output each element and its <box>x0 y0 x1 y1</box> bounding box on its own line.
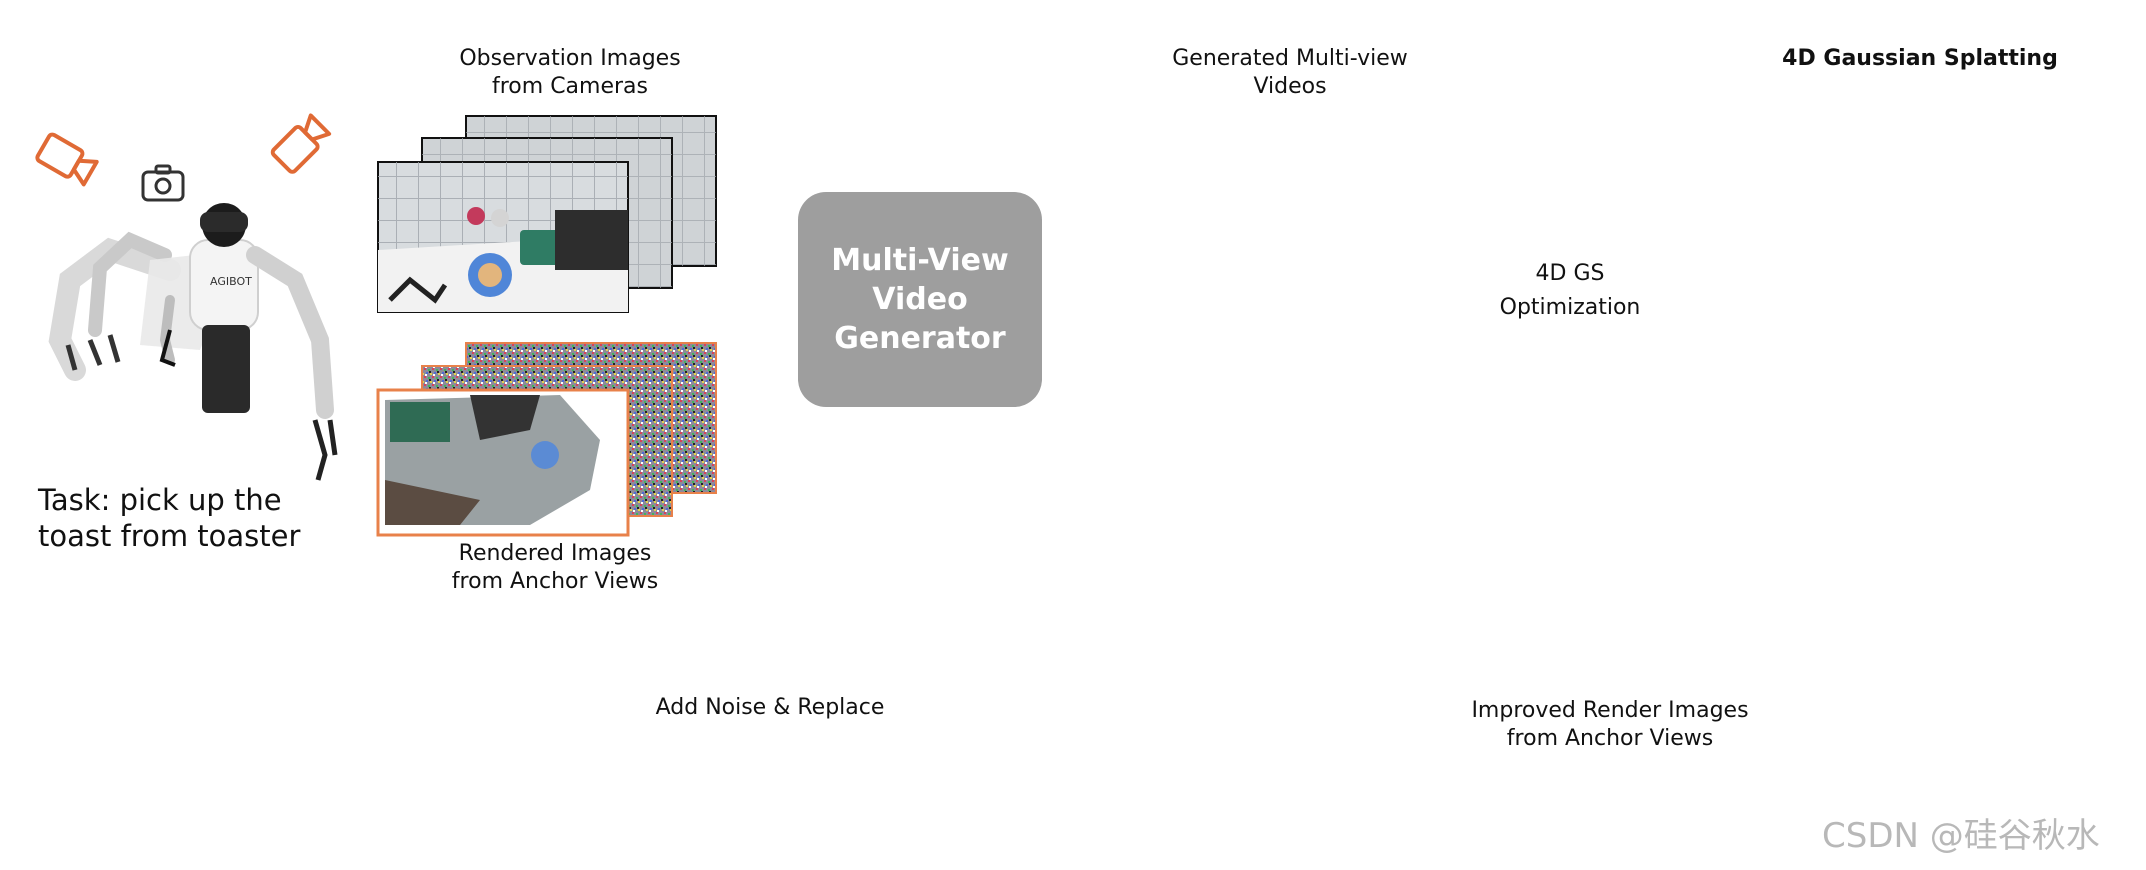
video-camera-icon <box>270 113 332 174</box>
anchor-line2: Rendering <box>1843 726 2019 762</box>
task-description: Task: pick up the toast from toaster <box>38 482 300 555</box>
generator-line3: Generator <box>834 321 1006 356</box>
observation-title-line2: from Cameras <box>492 73 648 99</box>
generated-title-line2: Videos <box>1253 73 1327 99</box>
rendered-title-line1: Rendered Images <box>458 541 652 566</box>
optimization-line2: Optimization <box>1499 294 1641 320</box>
video-generator-label: Multi-View Video Generator <box>798 192 1042 407</box>
watermark: CSDN @硅谷秋水 <box>1822 816 2100 856</box>
anchor-line1: Anchor View <box>1825 687 2037 723</box>
improved-line2: from Anchor Views <box>1506 725 1714 751</box>
optimization-line1: 4D GS <box>1535 261 1605 286</box>
photo-camera-icon <box>141 164 185 202</box>
improved-render-label: Improved Render Images from Anchor Views <box>1460 697 1760 752</box>
task-line2: toast from toaster <box>38 519 301 554</box>
robot-illustration: AGIBOT <box>48 203 338 481</box>
observation-title: Observation Images from Cameras <box>440 45 700 100</box>
add-noise-label: Add Noise & Replace <box>655 695 885 720</box>
observation-image-stack <box>377 115 717 313</box>
improved-line1: Improved Render Images <box>1471 698 1749 723</box>
generator-line1: Multi-View <box>831 243 1009 278</box>
task-line1: Task: pick up the <box>38 483 282 517</box>
video-generator-box <box>798 192 1042 407</box>
rendered-title: Rendered Images from Anchor Views <box>430 540 680 595</box>
generated-title: Generated Multi-view Videos <box>1150 45 1430 100</box>
generator-line2: Video <box>872 282 968 317</box>
rendered-image-stack <box>376 342 717 537</box>
generated-title-line1: Generated Multi-view <box>1172 46 1408 71</box>
anchor-rendering-label: Anchor View Rendering <box>1787 655 2075 794</box>
video-camera-icon <box>35 132 99 187</box>
rendered-title-line2: from Anchor Views <box>451 568 659 594</box>
svg-text:AGIBOT: AGIBOT <box>210 275 252 288</box>
gaussian-title: 4D Gaussian Splatting <box>1782 46 2058 71</box>
observation-title-line1: Observation Images <box>459 46 681 71</box>
optimization-label: 4D GS Optimization <box>1475 260 1665 321</box>
